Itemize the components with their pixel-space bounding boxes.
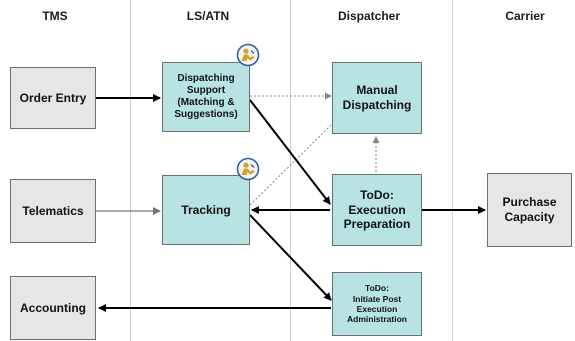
tracking-box: Tracking bbox=[162, 175, 250, 245]
telematics-box: Telematics bbox=[10, 179, 96, 243]
manual-dispatching-box: Manual Dispatching bbox=[332, 62, 422, 134]
purchase-capacity-box: Purchase Capacity bbox=[487, 173, 572, 247]
user-badge-icon bbox=[236, 43, 260, 67]
lane-header-dispatcher: Dispatcher bbox=[337, 9, 401, 23]
order-entry-box: Order Entry bbox=[10, 67, 96, 129]
accounting-label: Accounting bbox=[20, 300, 86, 315]
purchase-capacity-label: Purchase Capacity bbox=[502, 195, 557, 224]
todo-execution-preparation-box: ToDo: Execution Preparation bbox=[332, 174, 422, 246]
lane-divider bbox=[130, 0, 131, 341]
lane-header-carrier: Carrier bbox=[505, 9, 545, 23]
order-entry-label: Order Entry bbox=[19, 90, 87, 105]
lane-divider bbox=[290, 0, 291, 341]
lane-divider bbox=[452, 0, 453, 341]
arrow-dispatching-support-to-todo-execution bbox=[249, 99, 331, 205]
todo-post-execution-label: ToDo: Initiate Post Execution Administra… bbox=[347, 283, 407, 325]
accounting-box: Accounting bbox=[10, 276, 96, 340]
tracking-label: Tracking bbox=[181, 202, 231, 217]
lane-header-ls-atn: LS/ATN bbox=[186, 9, 230, 23]
arrow-tracking-to-todo-post-execution bbox=[249, 214, 332, 301]
dispatching-support-box: Dispatching Support (Matching & Suggesti… bbox=[162, 62, 250, 132]
dispatching-support-label: Dispatching Support (Matching & Suggesti… bbox=[174, 72, 238, 121]
telematics-label: Telematics bbox=[22, 203, 84, 218]
lane-header-tms: TMS bbox=[42, 9, 68, 23]
todo-post-execution-box: ToDo: Initiate Post Execution Administra… bbox=[332, 272, 422, 336]
user-badge-icon bbox=[236, 157, 260, 181]
manual-dispatching-label: Manual Dispatching bbox=[342, 83, 412, 112]
todo-execution-preparation-label: ToDo: Execution Preparation bbox=[343, 188, 411, 232]
arrow-tracking-to-manual-dispatching bbox=[249, 124, 332, 206]
